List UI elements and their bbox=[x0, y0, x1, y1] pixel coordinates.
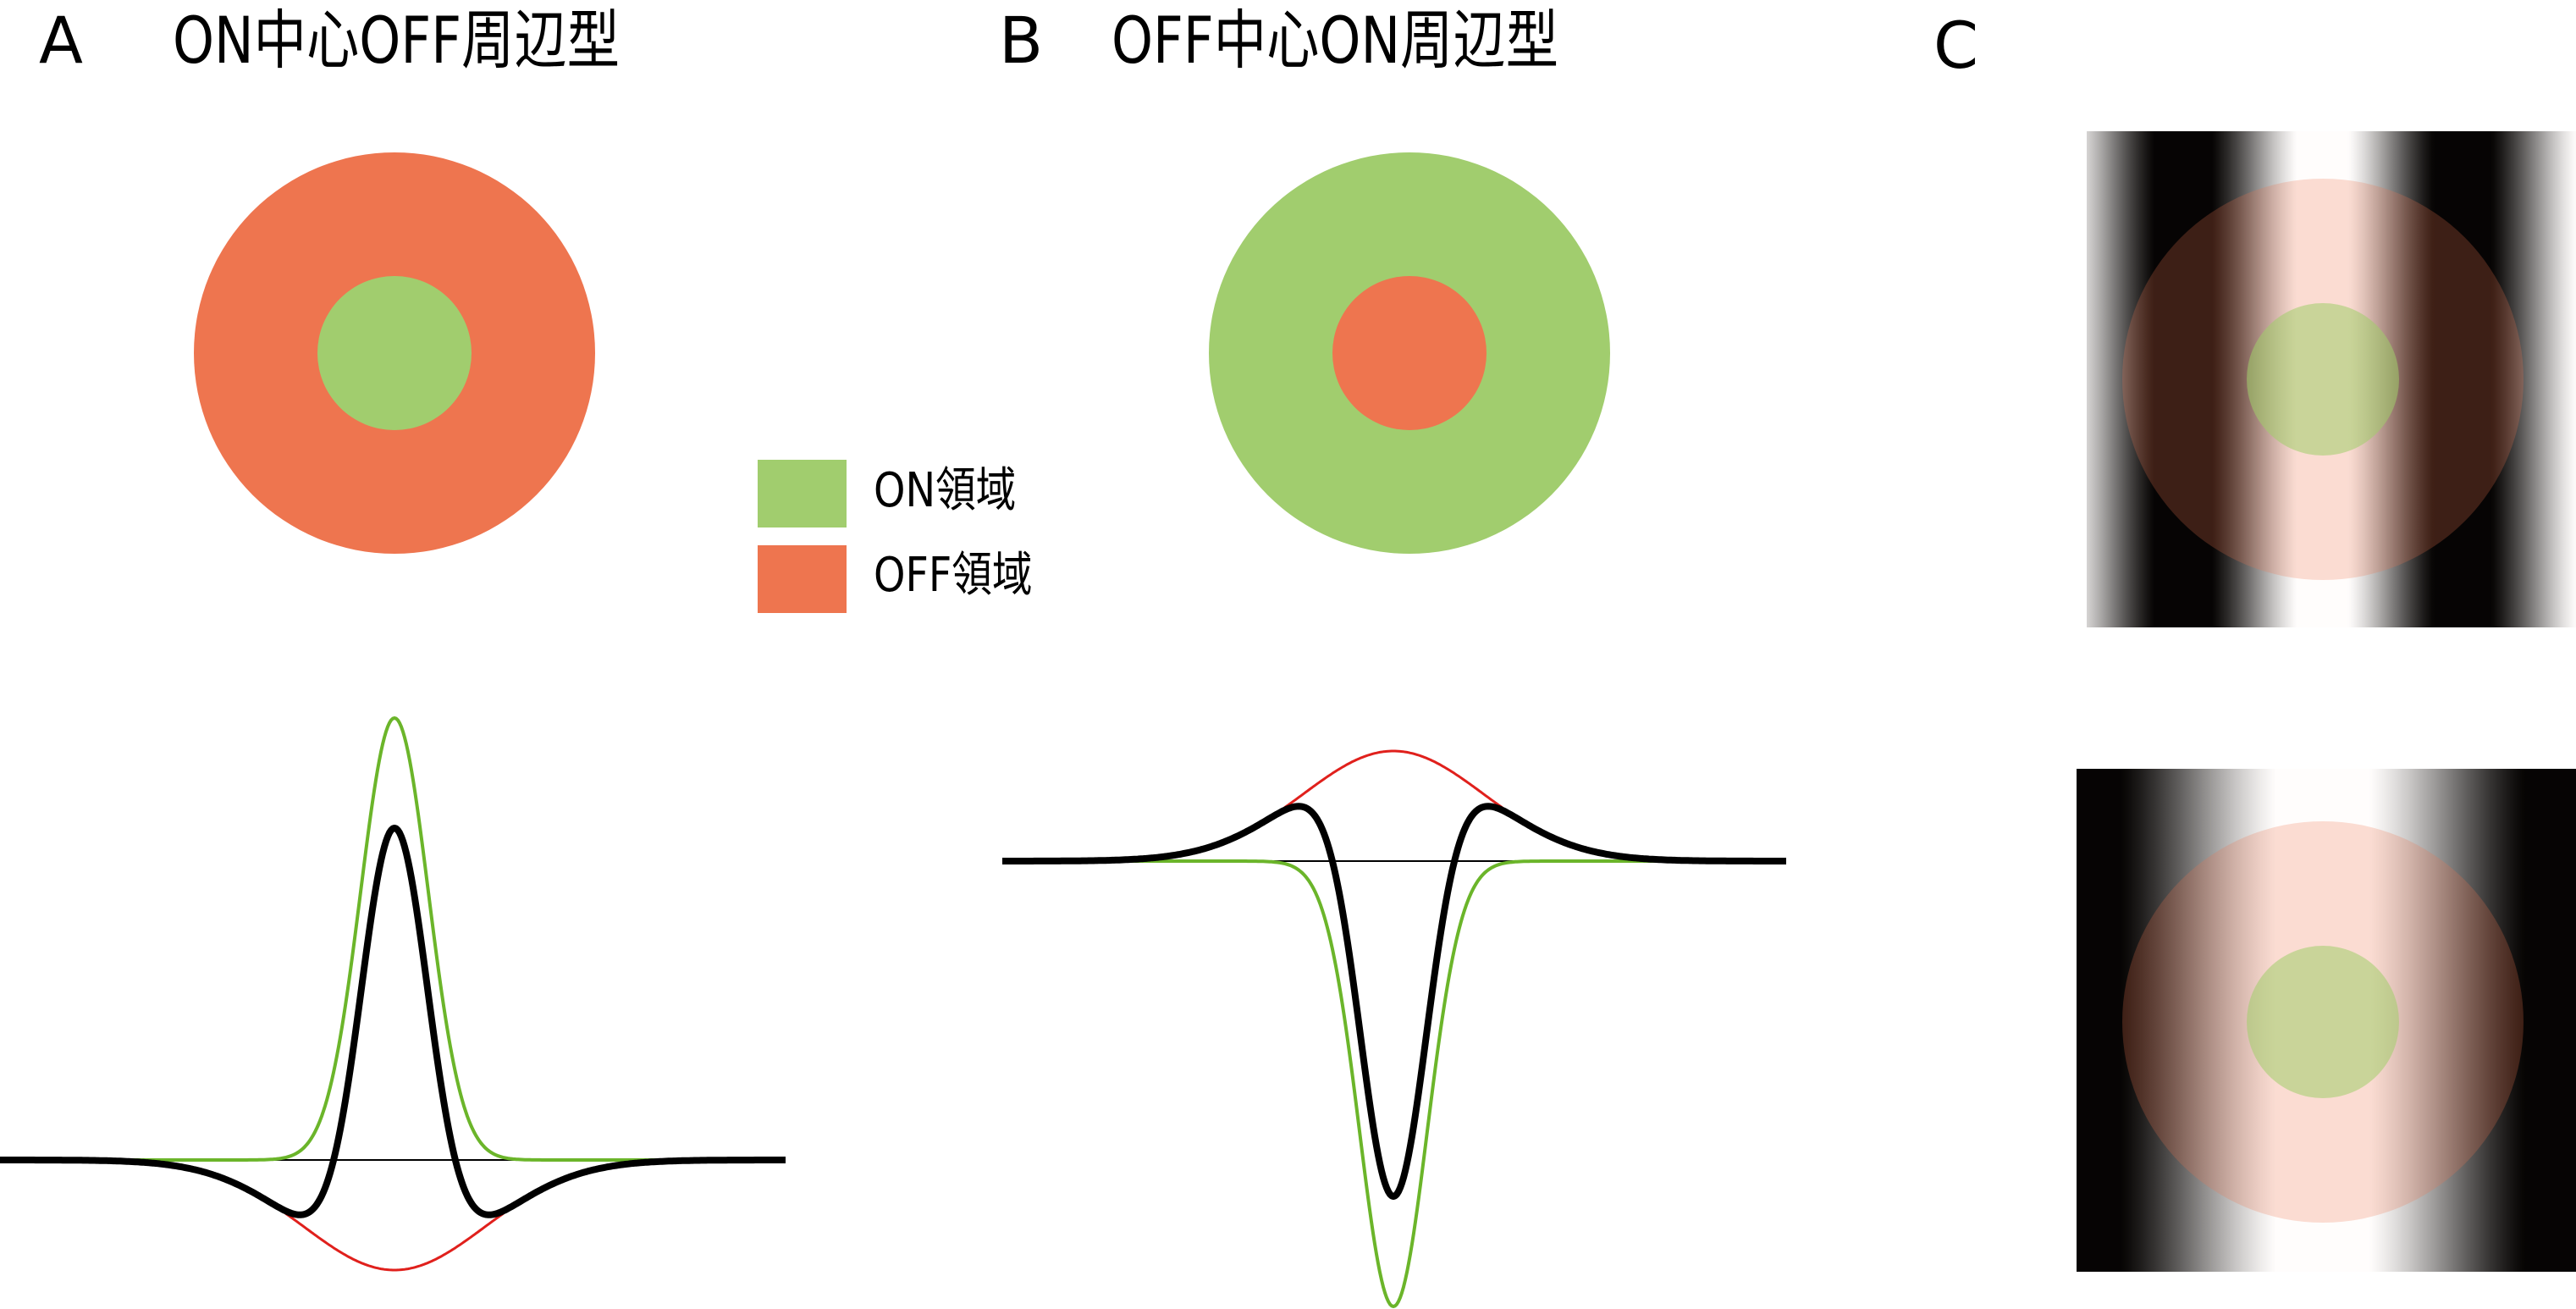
panel-b-label: B bbox=[999, 3, 1044, 78]
on-center-a bbox=[317, 276, 472, 430]
surround-response-curve-b bbox=[1002, 749, 1786, 863]
net-response-curve-a bbox=[0, 825, 787, 1218]
panel-a-title: ON中心OFF周辺型 bbox=[173, 3, 621, 78]
legend-on-label: ON領域 bbox=[874, 463, 1017, 518]
legend-off-swatch bbox=[758, 545, 847, 613]
center-response-curve-a bbox=[0, 716, 786, 1162]
grating-stimulus-wide bbox=[2077, 769, 2576, 1272]
net-response-curve-b bbox=[1001, 803, 1788, 1200]
legend-on-swatch bbox=[758, 460, 847, 527]
surround-response-curve-a bbox=[0, 1158, 786, 1272]
grating-stimulus-narrow bbox=[2087, 131, 2576, 627]
panel-a-label: A bbox=[39, 3, 83, 78]
panel-c-label: C bbox=[1933, 8, 1979, 83]
panel-b-title: OFF中心ON周辺型 bbox=[1111, 3, 1559, 78]
receptive-field-center-overlay bbox=[2247, 946, 2399, 1098]
off-center-b bbox=[1332, 276, 1487, 430]
center-response-curve-b bbox=[1002, 859, 1786, 1308]
receptive-field-center-overlay bbox=[2247, 303, 2399, 456]
legend-off-label: OFF領域 bbox=[874, 548, 1033, 603]
